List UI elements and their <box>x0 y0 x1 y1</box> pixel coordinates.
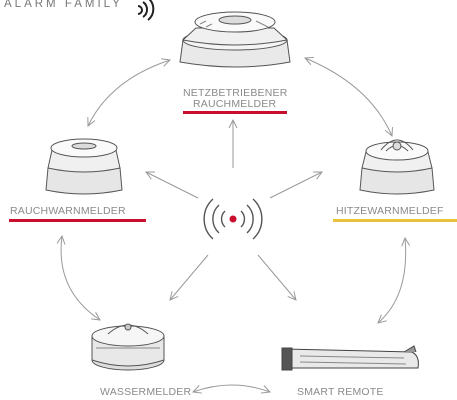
water-detector-icon <box>91 323 165 371</box>
label-remote: SMART REMOTE <box>297 386 384 398</box>
link-net-hitze <box>305 58 392 136</box>
label-hitze: HITZEWARNMELDEF <box>336 205 444 217</box>
wireless-signal-icon <box>137 0 155 21</box>
smoke-detector-icon <box>45 138 123 195</box>
label-wasser: WASSERMELDER <box>100 386 192 398</box>
label-net-line1: NETZBETRIEBENER <box>183 87 288 99</box>
link-hitze-remote <box>378 238 406 323</box>
spoke-hitze <box>269 172 322 199</box>
heat-detector-icon <box>359 139 435 195</box>
underline-hitze <box>333 219 457 222</box>
spoke-rauch <box>146 172 199 199</box>
brand-title: ALARM FAMILY <box>4 0 123 10</box>
spoke-wasser <box>170 254 209 300</box>
label-net-line2: RAUCHMELDER <box>193 98 277 110</box>
label-rauch: RAUCHWARNMELDER <box>10 205 126 217</box>
underline-net <box>183 111 287 114</box>
underline-rauch <box>9 219 146 222</box>
link-rauch-wasser <box>61 236 100 320</box>
link-net-rauch <box>88 60 170 126</box>
smart-remote-icon <box>281 345 419 371</box>
link-wasser-remote <box>193 384 270 392</box>
hub-signal-icon <box>203 198 263 240</box>
spoke-remote <box>257 254 296 300</box>
smoke-detector-icon <box>179 11 291 68</box>
